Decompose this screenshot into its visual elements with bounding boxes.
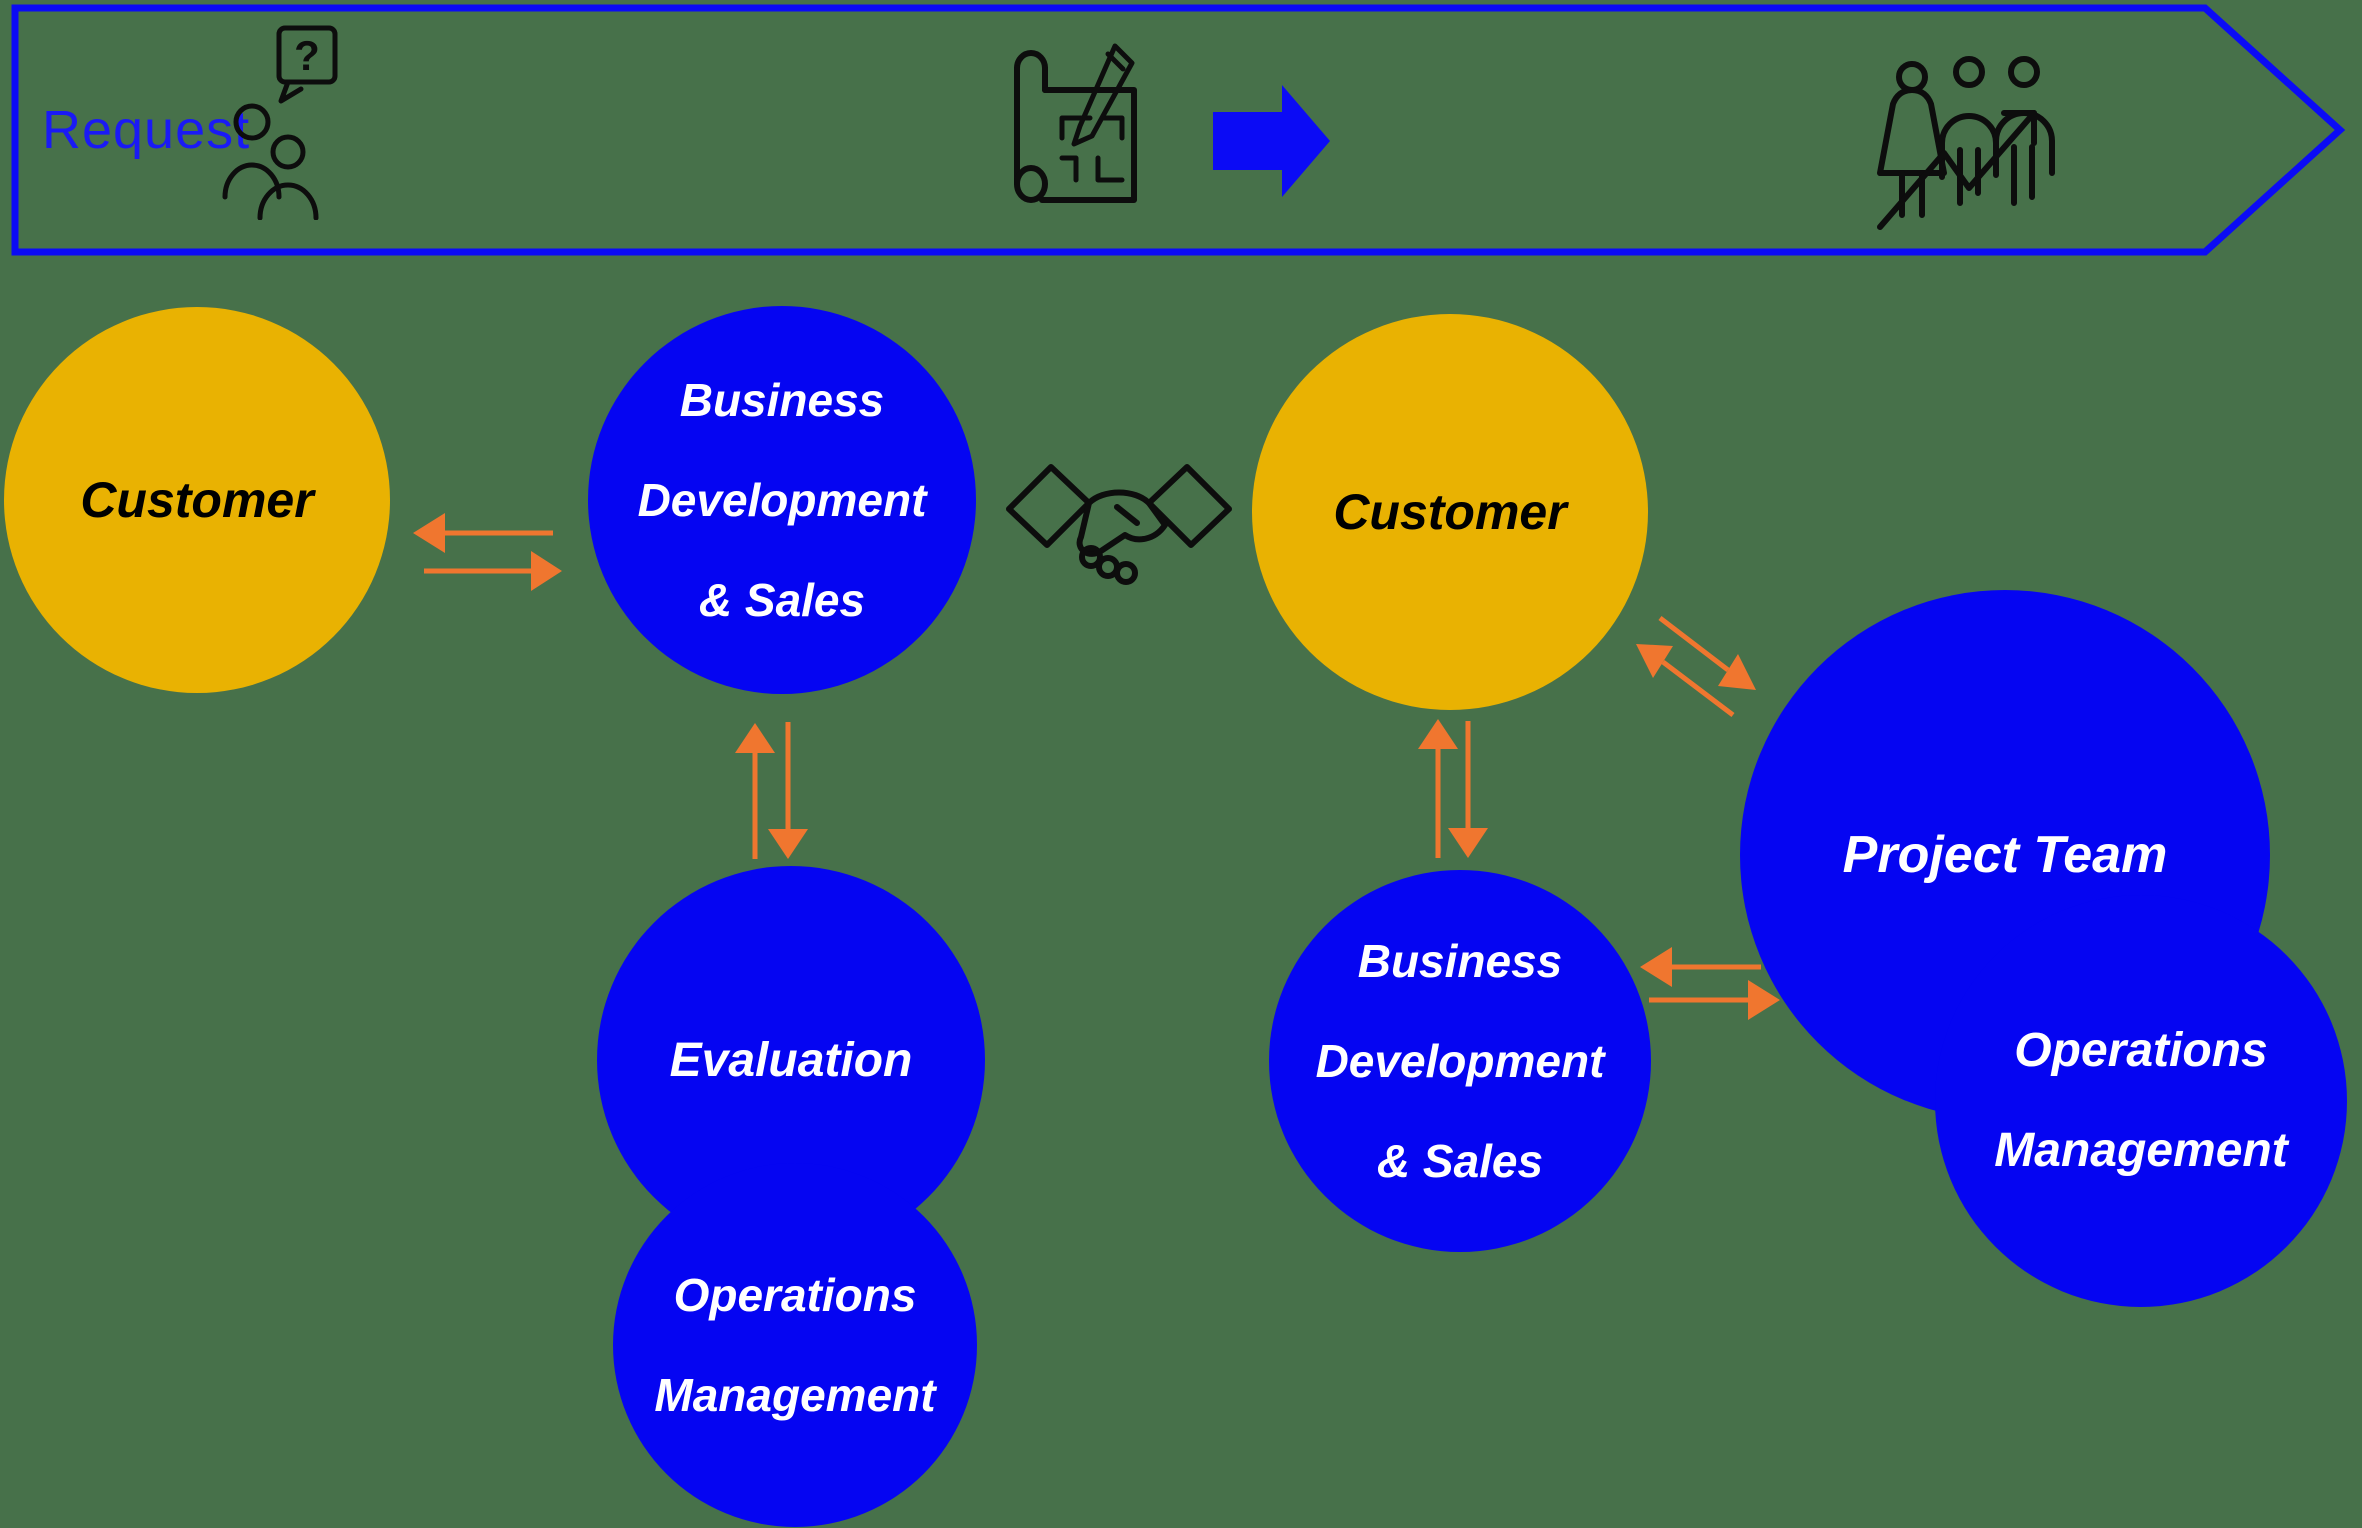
node-label: Project Team (1842, 826, 2168, 884)
arrow-customer-to-bdsales-left (424, 551, 562, 591)
customers-question-icon: ? (222, 25, 338, 220)
node-label-line: & Sales (1376, 1135, 1544, 1187)
request-banner (11, 4, 2346, 256)
banner-request-label: Request (42, 100, 251, 160)
node-label-line: Development (1315, 1035, 1605, 1087)
team-growth-icon (1877, 56, 2055, 230)
node-label-line: Management (654, 1369, 936, 1421)
arrow-bdsales-to-projectteam (1649, 980, 1780, 1020)
arrow-projectteam-to-customer (1636, 644, 1735, 717)
arrow-customer-to-bdsales-right (1448, 721, 1488, 858)
node-label-line: & Sales (698, 574, 866, 626)
node-customer-left: Customer (4, 307, 390, 693)
node-label-line: Business (1357, 935, 1563, 987)
node-label-line: Business (679, 374, 885, 426)
arrow-projectteam-to-bdsales (1640, 947, 1761, 987)
node-label-line: Development (637, 474, 927, 526)
node-label-line: Operations (2014, 1024, 2268, 1077)
question-mark-glyph: ? (294, 32, 320, 79)
node-label: Evaluation (669, 1033, 913, 1087)
arrow-bdsales-to-customer-right (1418, 719, 1458, 858)
banner-chevron-outline (11, 4, 2346, 256)
node-label-line: Management (1994, 1124, 2288, 1177)
arrow-bdsales-to-evaluation (768, 722, 808, 859)
forward-block-arrow-icon (1213, 85, 1330, 197)
node-label-line: Operations (673, 1269, 917, 1321)
node-label: Customer (80, 472, 314, 528)
arrow-evaluation-to-bdsales (735, 723, 775, 859)
arrow-customer-to-projectteam (1658, 616, 1756, 690)
node-label: Customer (1333, 484, 1567, 540)
handshake-icon (1006, 464, 1232, 585)
blueprint-plan-icon (1014, 43, 1137, 203)
node-business-development-sales-left: Business Development & Sales (588, 306, 976, 694)
arrow-bdsales-to-customer-left (413, 513, 553, 553)
node-operations-management-right: Operations Management (1935, 895, 2347, 1307)
node-operations-management-left: Operations Management (613, 1163, 977, 1527)
node-customer-right: Customer (1252, 314, 1648, 710)
node-business-development-sales-right: Business Development & Sales (1269, 870, 1651, 1252)
